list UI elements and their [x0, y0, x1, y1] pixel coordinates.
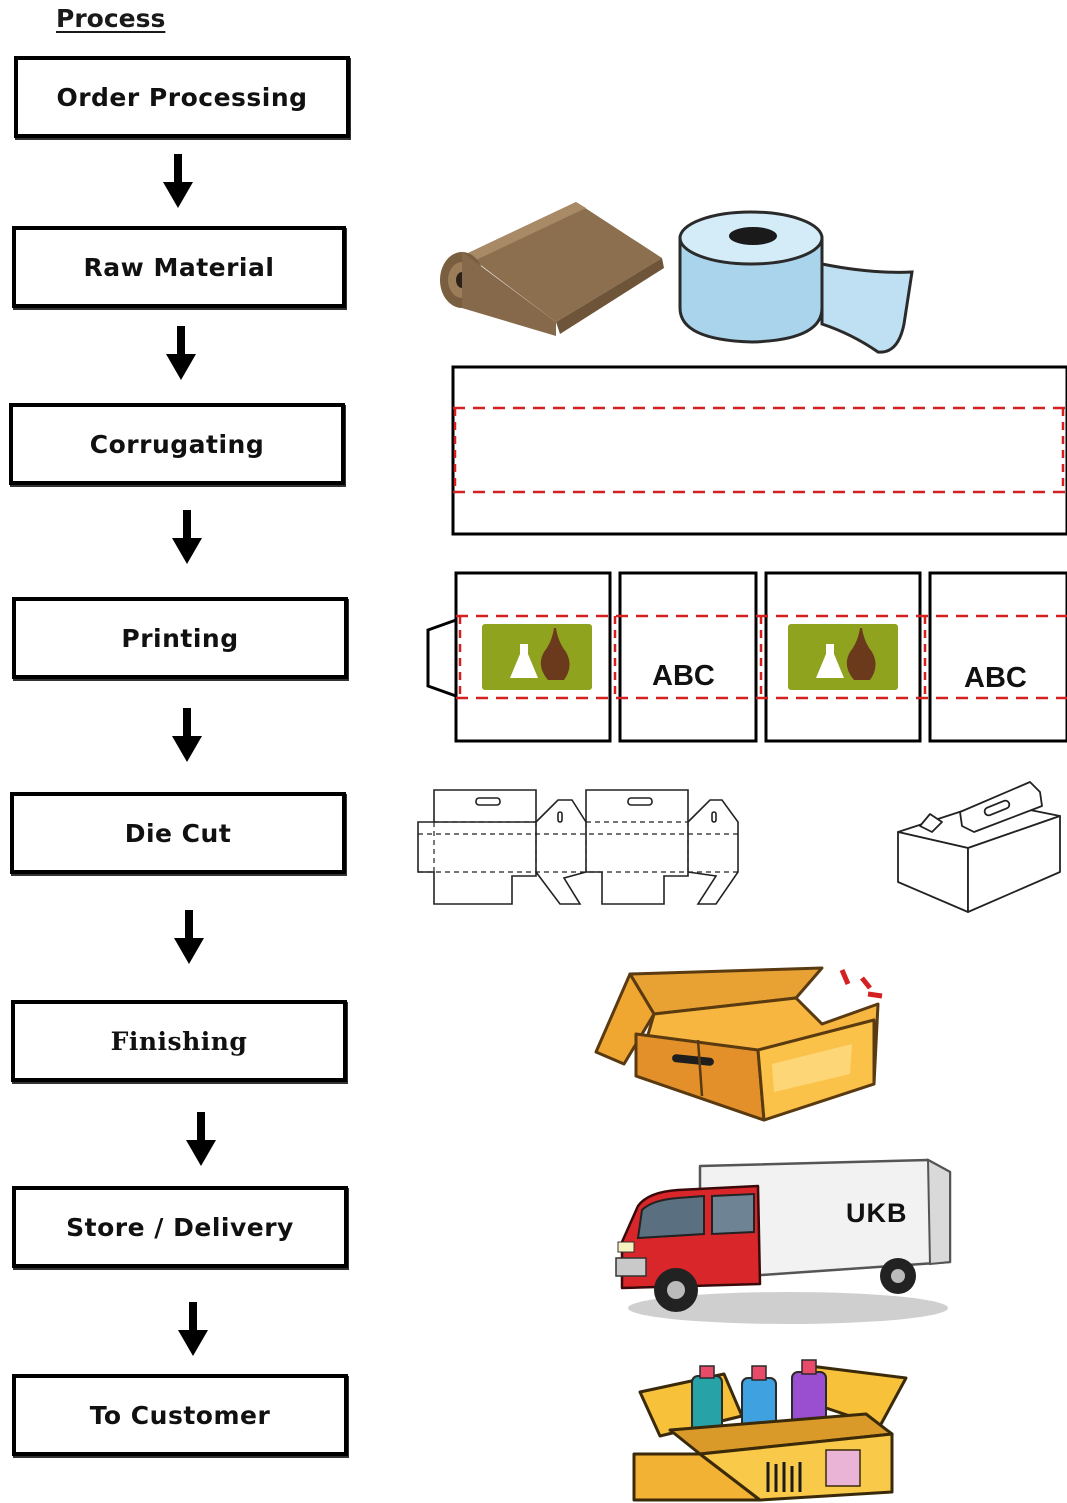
arrow-down-icon — [174, 910, 204, 964]
corrugated-sheet-icon — [451, 365, 1067, 536]
kraft-paper-roll-icon — [440, 202, 664, 336]
step-label: Die Cut — [124, 818, 232, 848]
step-store-delivery: Store / Delivery — [12, 1186, 348, 1268]
delivered-box-icon — [632, 1359, 908, 1502]
open-carton-icon — [594, 966, 883, 1122]
step-order-processing: Order Processing — [14, 56, 350, 138]
step-label: Finishing — [110, 1026, 248, 1056]
step-corrugating: Corrugating — [9, 403, 345, 485]
print-label-abc: ABC — [652, 660, 715, 692]
step-label: Store / Delivery — [66, 1212, 294, 1242]
arrow-down-icon — [172, 510, 202, 564]
step-raw-material: Raw Material — [12, 226, 346, 308]
printed-blank-icon — [426, 571, 1067, 743]
step-printing: Printing — [12, 597, 348, 679]
step-to-customer: To Customer — [12, 1374, 348, 1456]
step-label: Printing — [121, 623, 239, 653]
arrow-down-icon — [186, 1112, 216, 1166]
step-die-cut: Die Cut — [10, 792, 346, 874]
delivery-truck-icon — [615, 1158, 952, 1324]
step-finishing: Finishing — [11, 1000, 347, 1082]
arrow-down-icon — [166, 326, 196, 380]
arrow-down-icon — [178, 1302, 208, 1356]
arrow-down-icon — [172, 708, 202, 762]
step-label: Raw Material — [83, 252, 275, 282]
step-label: Order Processing — [56, 82, 308, 112]
print-label-abc: ABC — [964, 662, 1027, 694]
process-title: Process — [56, 4, 166, 33]
arrow-down-icon — [163, 154, 193, 208]
truck-label: UKB — [846, 1198, 908, 1228]
die-cut-blank-icon — [417, 789, 739, 905]
step-label: Corrugating — [89, 429, 265, 459]
carry-box-icon — [897, 781, 1061, 913]
tissue-roll-icon — [678, 210, 914, 354]
step-label: To Customer — [89, 1400, 271, 1430]
